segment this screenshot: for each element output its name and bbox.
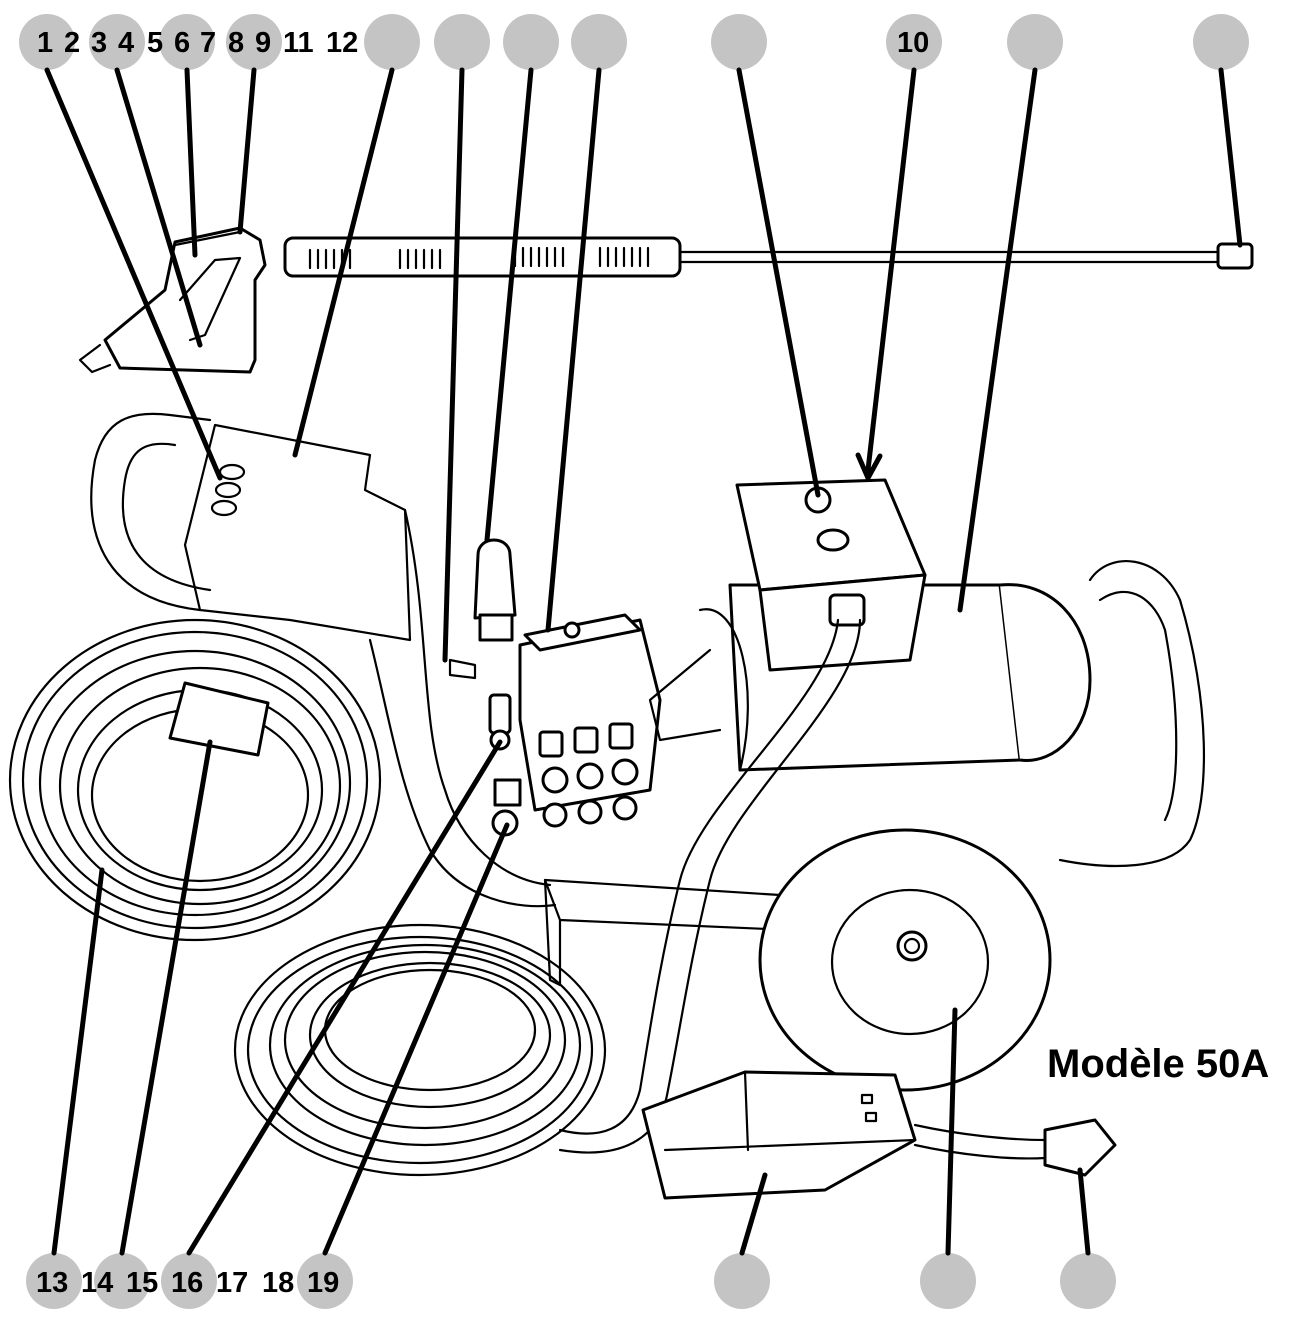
label-16: 16	[171, 1267, 203, 1299]
frame-right-handle	[1058, 559, 1206, 868]
callout-circle-bottom-5	[714, 1253, 770, 1309]
label-6: 6	[174, 27, 190, 59]
callout-circle-top-12	[1193, 14, 1249, 70]
electrical-box	[735, 478, 927, 672]
label-8: 8	[228, 27, 244, 59]
frame-left-handle-inner	[121, 442, 212, 592]
frame-left-handle	[90, 412, 212, 612]
power-cord-2	[558, 618, 862, 1154]
hose-coil-bottom	[233, 923, 607, 1177]
label-13: 13	[36, 1267, 68, 1299]
callout-circle-top-4	[226, 14, 282, 70]
model-label: Modèle 50A	[1047, 1042, 1269, 1086]
callout-circle-bottom-7	[1060, 1253, 1116, 1309]
label-15: 15	[126, 1267, 158, 1299]
label-5: 5	[147, 27, 163, 59]
spray-wand	[283, 236, 1254, 278]
label-17: 17	[216, 1267, 248, 1299]
pump-assembly	[448, 538, 662, 837]
callout-circle-top-7	[503, 14, 559, 70]
callout-circle-bottom-4	[297, 1253, 353, 1309]
plug-cord-2	[913, 1143, 1047, 1160]
frame-vertical	[403, 508, 552, 887]
leader-lines	[44, 67, 1243, 1256]
callout-circle-bottom-6	[920, 1253, 976, 1309]
callout-circle-top-10	[886, 14, 942, 70]
callout-circle-top-1	[19, 14, 75, 70]
label-1: 1	[37, 27, 53, 59]
callout-circle-bottom-3	[161, 1253, 217, 1309]
callout-circle-top-3	[159, 14, 215, 70]
callout-circle-top-5	[364, 14, 420, 70]
label-4: 4	[118, 27, 134, 59]
frame-right-handle-inner	[1098, 590, 1178, 822]
label-11: 11	[283, 27, 314, 59]
equipment-drawing	[8, 226, 1254, 1200]
plug-cord	[913, 1123, 1047, 1142]
label-2: 2	[64, 27, 80, 59]
label-10: 10	[897, 27, 929, 59]
label-12: 12	[326, 27, 358, 59]
label-3: 3	[91, 27, 107, 59]
callout-circle-top-11	[1007, 14, 1063, 70]
callout-circle-top-2	[89, 14, 145, 70]
wheel	[758, 828, 1052, 1092]
label-18: 18	[262, 1267, 294, 1299]
frame-base	[543, 878, 792, 932]
label-7: 7	[200, 27, 216, 59]
frame-vertical-2	[368, 638, 557, 908]
label-19: 19	[307, 1267, 339, 1299]
power-cord	[558, 618, 840, 1135]
label-9: 9	[255, 27, 271, 59]
gfci-unit	[641, 1070, 917, 1200]
plug	[1043, 1118, 1117, 1177]
callout-circle-bottom-2	[94, 1253, 150, 1309]
control-panel-housing	[183, 423, 412, 642]
callout-labels: 1 2 3 4 5 6 7 8 9 11 12 10 13 14 15 16 1…	[36, 27, 1269, 1299]
callout-circle-top-9	[711, 14, 767, 70]
callout-circles	[19, 14, 1249, 1309]
callout-circle-top-6	[434, 14, 490, 70]
callout-circle-top-8	[571, 14, 627, 70]
hose-coil-left	[8, 618, 382, 942]
label-14: 14	[81, 1267, 113, 1299]
frame-base-leg	[543, 878, 562, 987]
callout-circle-bottom-1	[26, 1253, 82, 1309]
hose-tag	[168, 681, 270, 757]
